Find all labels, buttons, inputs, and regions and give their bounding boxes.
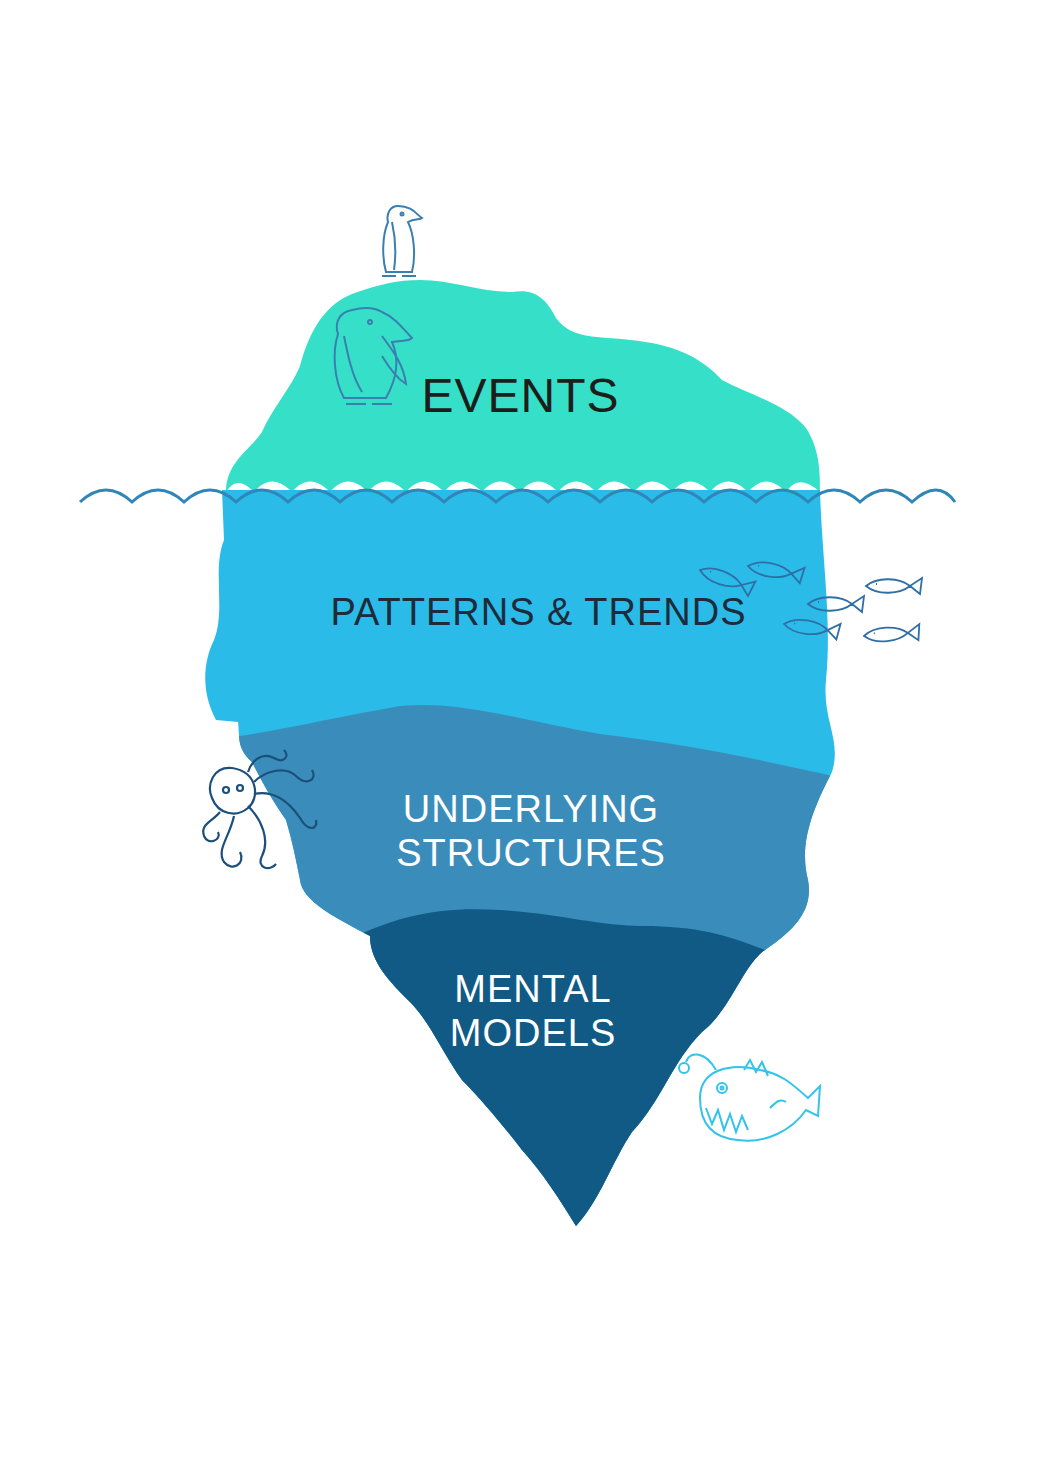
structures-band-label: UNDERLYING STRUCTURES — [371, 788, 691, 875]
band-label: UNDERLYING STRUCTURES — [371, 788, 691, 875]
fish-icon — [808, 596, 864, 612]
structures-band — [190, 705, 860, 1300]
fish-icon — [747, 558, 805, 583]
band-label: MENTAL MODELS — [418, 968, 648, 1055]
band-label: EVENTS — [417, 368, 624, 423]
fish-icon — [783, 616, 841, 640]
octopus-icon — [203, 750, 316, 868]
anglerfish-icon — [679, 1054, 820, 1140]
fish-icon — [863, 624, 920, 644]
band-label: PATTERNS & TRENDS — [326, 591, 751, 635]
mental-models-band-label: MENTAL MODELS — [418, 968, 648, 1055]
iceberg-tip — [226, 280, 820, 492]
penguin-icons — [335, 206, 422, 404]
patterns-band-label: PATTERNS & TRENDS — [326, 591, 751, 635]
water-line — [80, 490, 955, 502]
events-band: EVENTS — [417, 368, 624, 423]
fish-icon — [866, 578, 922, 594]
mental-models-band — [356, 909, 770, 1300]
